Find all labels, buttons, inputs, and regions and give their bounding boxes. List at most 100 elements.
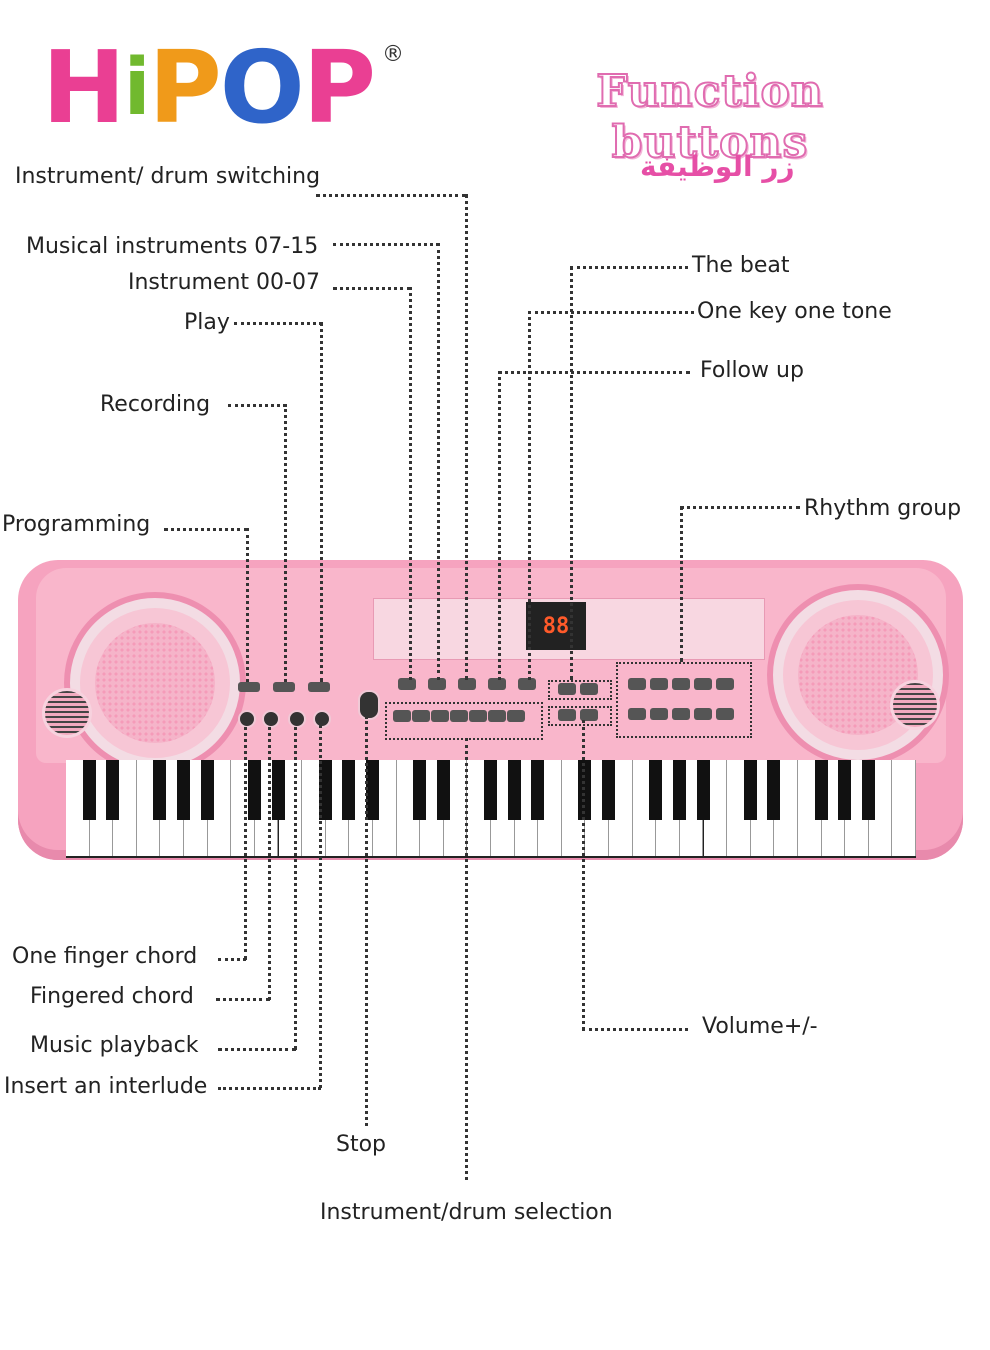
- black-key[interactable]: [507, 760, 521, 820]
- leader-line: [284, 404, 287, 682]
- black-key[interactable]: [531, 760, 545, 820]
- leader-line: [333, 243, 439, 246]
- left-vent: [42, 688, 92, 738]
- selection-button[interactable]: [431, 710, 449, 722]
- white-key[interactable]: [892, 760, 916, 856]
- black-key[interactable]: [743, 760, 757, 820]
- black-key[interactable]: [106, 760, 120, 820]
- rhythm-button[interactable]: [716, 708, 734, 720]
- label-programming: Programming: [2, 512, 151, 537]
- black-key[interactable]: [484, 760, 497, 820]
- label-insert-an-interlude: Insert an interlude: [4, 1074, 208, 1099]
- music-playback-button[interactable]: [288, 710, 306, 728]
- selection-button[interactable]: [393, 710, 411, 722]
- insert-interlude-button[interactable]: [313, 710, 331, 728]
- drum-selection-group: [385, 702, 543, 740]
- led-display: 88: [526, 602, 586, 650]
- rhythm-button[interactable]: [650, 708, 668, 720]
- brand-logo: H i P O P ®: [42, 38, 422, 148]
- beat-button[interactable]: [580, 683, 598, 695]
- programming-button[interactable]: [238, 682, 260, 692]
- stop-button[interactable]: [358, 690, 380, 720]
- black-key[interactable]: [696, 760, 710, 820]
- page-subtitle: زر الوظيفة: [640, 150, 795, 183]
- black-key[interactable]: [838, 760, 852, 820]
- label-the-beat: The beat: [692, 253, 790, 278]
- label-instrument-drum-switching: Instrument/ drum switching: [15, 164, 321, 189]
- rhythm-button[interactable]: [672, 708, 690, 720]
- leader-line: [365, 716, 368, 1126]
- selection-button[interactable]: [412, 710, 430, 722]
- label-stop: Stop: [336, 1132, 387, 1157]
- rhythm-button[interactable]: [628, 708, 646, 720]
- leader-line: [570, 266, 573, 680]
- rhythm-button[interactable]: [694, 678, 712, 690]
- rhythm-button[interactable]: [672, 678, 690, 690]
- play-button[interactable]: [308, 682, 330, 692]
- leader-line: [268, 720, 271, 1000]
- black-key[interactable]: [247, 760, 261, 820]
- label-rhythm-group: Rhythm group: [804, 496, 962, 521]
- rhythm-button[interactable]: [694, 708, 712, 720]
- instrument-drum-switch-button[interactable]: [458, 678, 476, 690]
- black-key[interactable]: [649, 760, 663, 820]
- selection-button[interactable]: [469, 710, 487, 722]
- black-key[interactable]: [82, 760, 96, 820]
- label-volume: Volume+/-: [702, 1014, 818, 1039]
- selection-button[interactable]: [507, 710, 525, 722]
- black-key[interactable]: [672, 760, 686, 820]
- leader-line: [437, 243, 440, 680]
- label-instrument-drum-selection: Instrument/drum selection: [320, 1200, 613, 1225]
- label-follow-up: Follow up: [700, 358, 804, 383]
- volume-up-button[interactable]: [580, 709, 598, 721]
- beat-button[interactable]: [558, 683, 576, 695]
- black-key[interactable]: [767, 760, 781, 820]
- volume-down-button[interactable]: [558, 709, 576, 721]
- black-key[interactable]: [602, 760, 616, 820]
- instrument-00-07-button[interactable]: [398, 678, 416, 690]
- black-key[interactable]: [271, 760, 285, 820]
- leader-line: [294, 720, 297, 1050]
- label-instrument-00-07: Instrument 00-07: [128, 270, 320, 295]
- selection-button[interactable]: [488, 710, 506, 722]
- leader-line: [409, 287, 412, 680]
- one-key-one-tone-button[interactable]: [518, 678, 536, 690]
- rhythm-button[interactable]: [628, 678, 646, 690]
- rhythm-group: [616, 662, 752, 738]
- leader-line: [582, 1028, 688, 1031]
- leader-line: [465, 738, 468, 1180]
- volume-group: [548, 706, 612, 726]
- logo-letter: H: [42, 29, 126, 146]
- leader-line: [218, 958, 246, 961]
- rhythm-button[interactable]: [650, 678, 668, 690]
- black-key[interactable]: [153, 760, 167, 820]
- instruments-07-15-button[interactable]: [428, 678, 446, 690]
- black-key[interactable]: [342, 760, 356, 820]
- black-key[interactable]: [436, 760, 450, 820]
- beat-group: [548, 680, 612, 700]
- follow-up-button[interactable]: [488, 678, 506, 690]
- leader-line: [244, 720, 247, 960]
- black-key[interactable]: [814, 760, 828, 820]
- label-play: Play: [184, 310, 230, 335]
- fingered-chord-button[interactable]: [262, 710, 280, 728]
- piano-keys[interactable]: [66, 760, 916, 858]
- rhythm-button[interactable]: [716, 678, 734, 690]
- label-fingered-chord: Fingered chord: [30, 984, 194, 1009]
- registered-mark: ®: [382, 42, 404, 67]
- leader-line: [498, 371, 690, 374]
- label-one-key-one-tone: One key one tone: [697, 299, 892, 324]
- recording-button[interactable]: [273, 682, 295, 692]
- black-key[interactable]: [413, 760, 427, 820]
- selection-button[interactable]: [450, 710, 468, 722]
- black-key[interactable]: [861, 760, 875, 820]
- black-key[interactable]: [177, 760, 191, 820]
- logo-letter: O: [219, 29, 305, 146]
- black-key[interactable]: [365, 760, 379, 820]
- leader-line: [319, 720, 322, 1088]
- black-key[interactable]: [200, 760, 214, 820]
- leader-line: [582, 720, 585, 1030]
- leader-line: [218, 1048, 296, 1051]
- keyboard-illustration: 88: [18, 560, 968, 865]
- one-finger-chord-button[interactable]: [238, 710, 256, 728]
